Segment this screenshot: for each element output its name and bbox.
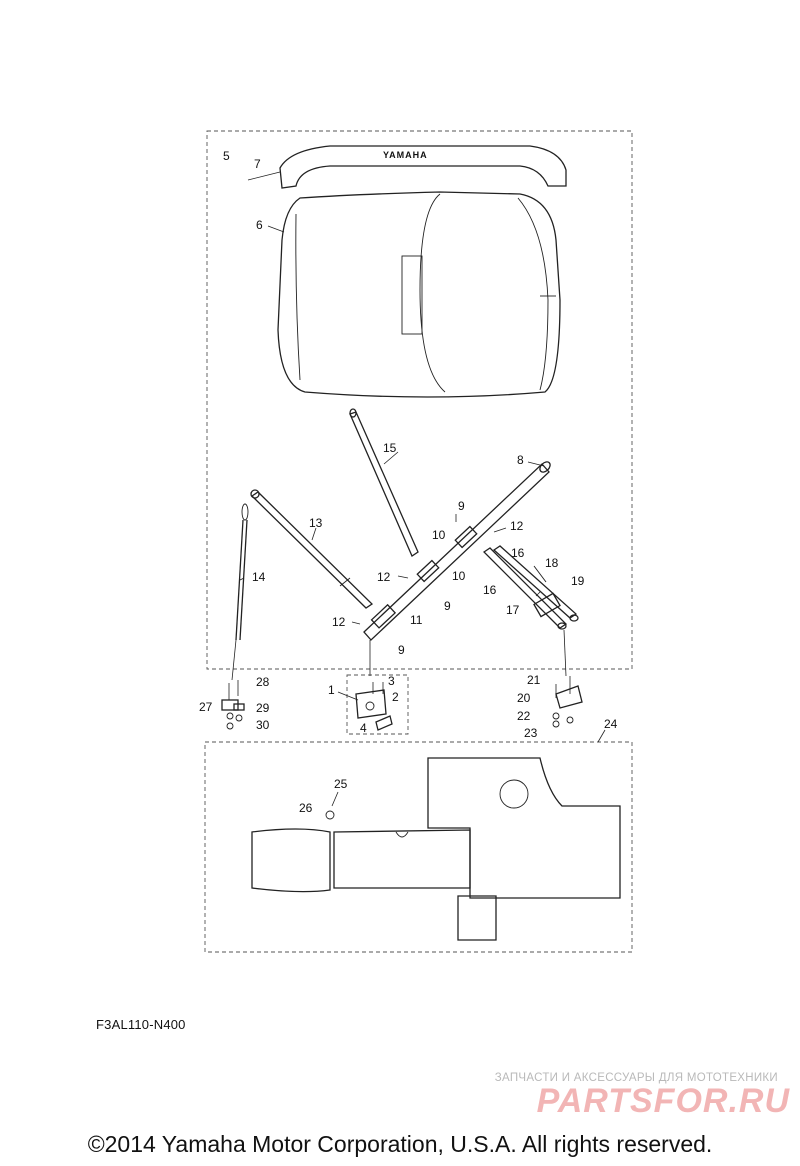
upper-tube bbox=[349, 408, 419, 557]
callout-19: 19 bbox=[571, 574, 585, 588]
callout-28: 28 bbox=[256, 675, 270, 689]
callout-20: 20 bbox=[517, 691, 531, 705]
callout-30: 30 bbox=[256, 718, 270, 732]
callout-27: 27 bbox=[199, 700, 213, 714]
callout-23: 23 bbox=[524, 726, 538, 740]
callout-6: 6 bbox=[256, 218, 263, 232]
callout-29: 29 bbox=[256, 701, 270, 715]
callout-3: 3 bbox=[388, 674, 395, 688]
callout-24: 24 bbox=[604, 717, 618, 731]
callout-12c: 12 bbox=[332, 615, 346, 629]
watermark-tagline: ЗАПЧАСТИ И АКСЕССУАРЫ ДЛЯ МОТОТЕХНИКИ bbox=[494, 1072, 778, 1084]
left-mount-hardware bbox=[221, 680, 245, 730]
callout-7: 7 bbox=[254, 157, 261, 171]
left-strap bbox=[235, 503, 249, 641]
callout-18: 18 bbox=[545, 556, 559, 570]
callout-11: 11 bbox=[410, 613, 423, 627]
callout-10b: 10 bbox=[452, 569, 466, 583]
callout-4: 4 bbox=[360, 721, 367, 735]
left-tube bbox=[250, 489, 374, 609]
callout-21: 21 bbox=[527, 673, 541, 687]
callout-labels: 1 2 3 4 5 6 7 8 9 9 9 10 10 11 12 12 12 … bbox=[199, 149, 618, 815]
bracket-box bbox=[346, 674, 409, 735]
callout-12a: 12 bbox=[510, 519, 524, 533]
callout-12b: 12 bbox=[377, 570, 391, 584]
right-mount-hardware bbox=[552, 676, 583, 728]
callout-13: 13 bbox=[309, 516, 323, 530]
callout-1: 1 bbox=[328, 683, 335, 697]
callout-9b: 9 bbox=[444, 599, 451, 613]
callout-9a: 9 bbox=[458, 499, 465, 513]
diagram-code: F3AL110-N400 bbox=[96, 1017, 186, 1032]
copyright-notice: ©2014 Yamaha Motor Corporation, U.S.A. A… bbox=[87, 1131, 713, 1157]
watermark-logo: PARTSFOR.RU bbox=[536, 1082, 790, 1120]
callout-8: 8 bbox=[517, 453, 524, 467]
callout-9c: 9 bbox=[398, 643, 405, 657]
callout-14: 14 bbox=[252, 570, 266, 584]
yamaha-logo: YAMAHA bbox=[383, 150, 428, 160]
callout-10a: 10 bbox=[432, 528, 446, 542]
callout-25: 25 bbox=[334, 777, 348, 791]
front-strap: YAMAHA bbox=[279, 145, 567, 189]
mat-box bbox=[204, 741, 633, 953]
callout-16b: 16 bbox=[483, 583, 497, 597]
top-assembly-box bbox=[206, 130, 633, 670]
callout-2: 2 bbox=[392, 690, 399, 704]
callout-16a: 16 bbox=[511, 546, 525, 560]
callout-22: 22 bbox=[517, 709, 531, 723]
callout-17: 17 bbox=[506, 603, 520, 617]
floor-mat bbox=[251, 757, 621, 941]
bracket-hardware bbox=[355, 682, 393, 731]
main-tube bbox=[363, 461, 551, 641]
canopy-cover bbox=[277, 191, 561, 398]
callout-5: 5 bbox=[223, 149, 230, 163]
leader-lines bbox=[231, 171, 606, 807]
callout-26: 26 bbox=[299, 801, 313, 815]
right-tube-assembly bbox=[482, 545, 579, 630]
callout-15: 15 bbox=[383, 441, 397, 455]
